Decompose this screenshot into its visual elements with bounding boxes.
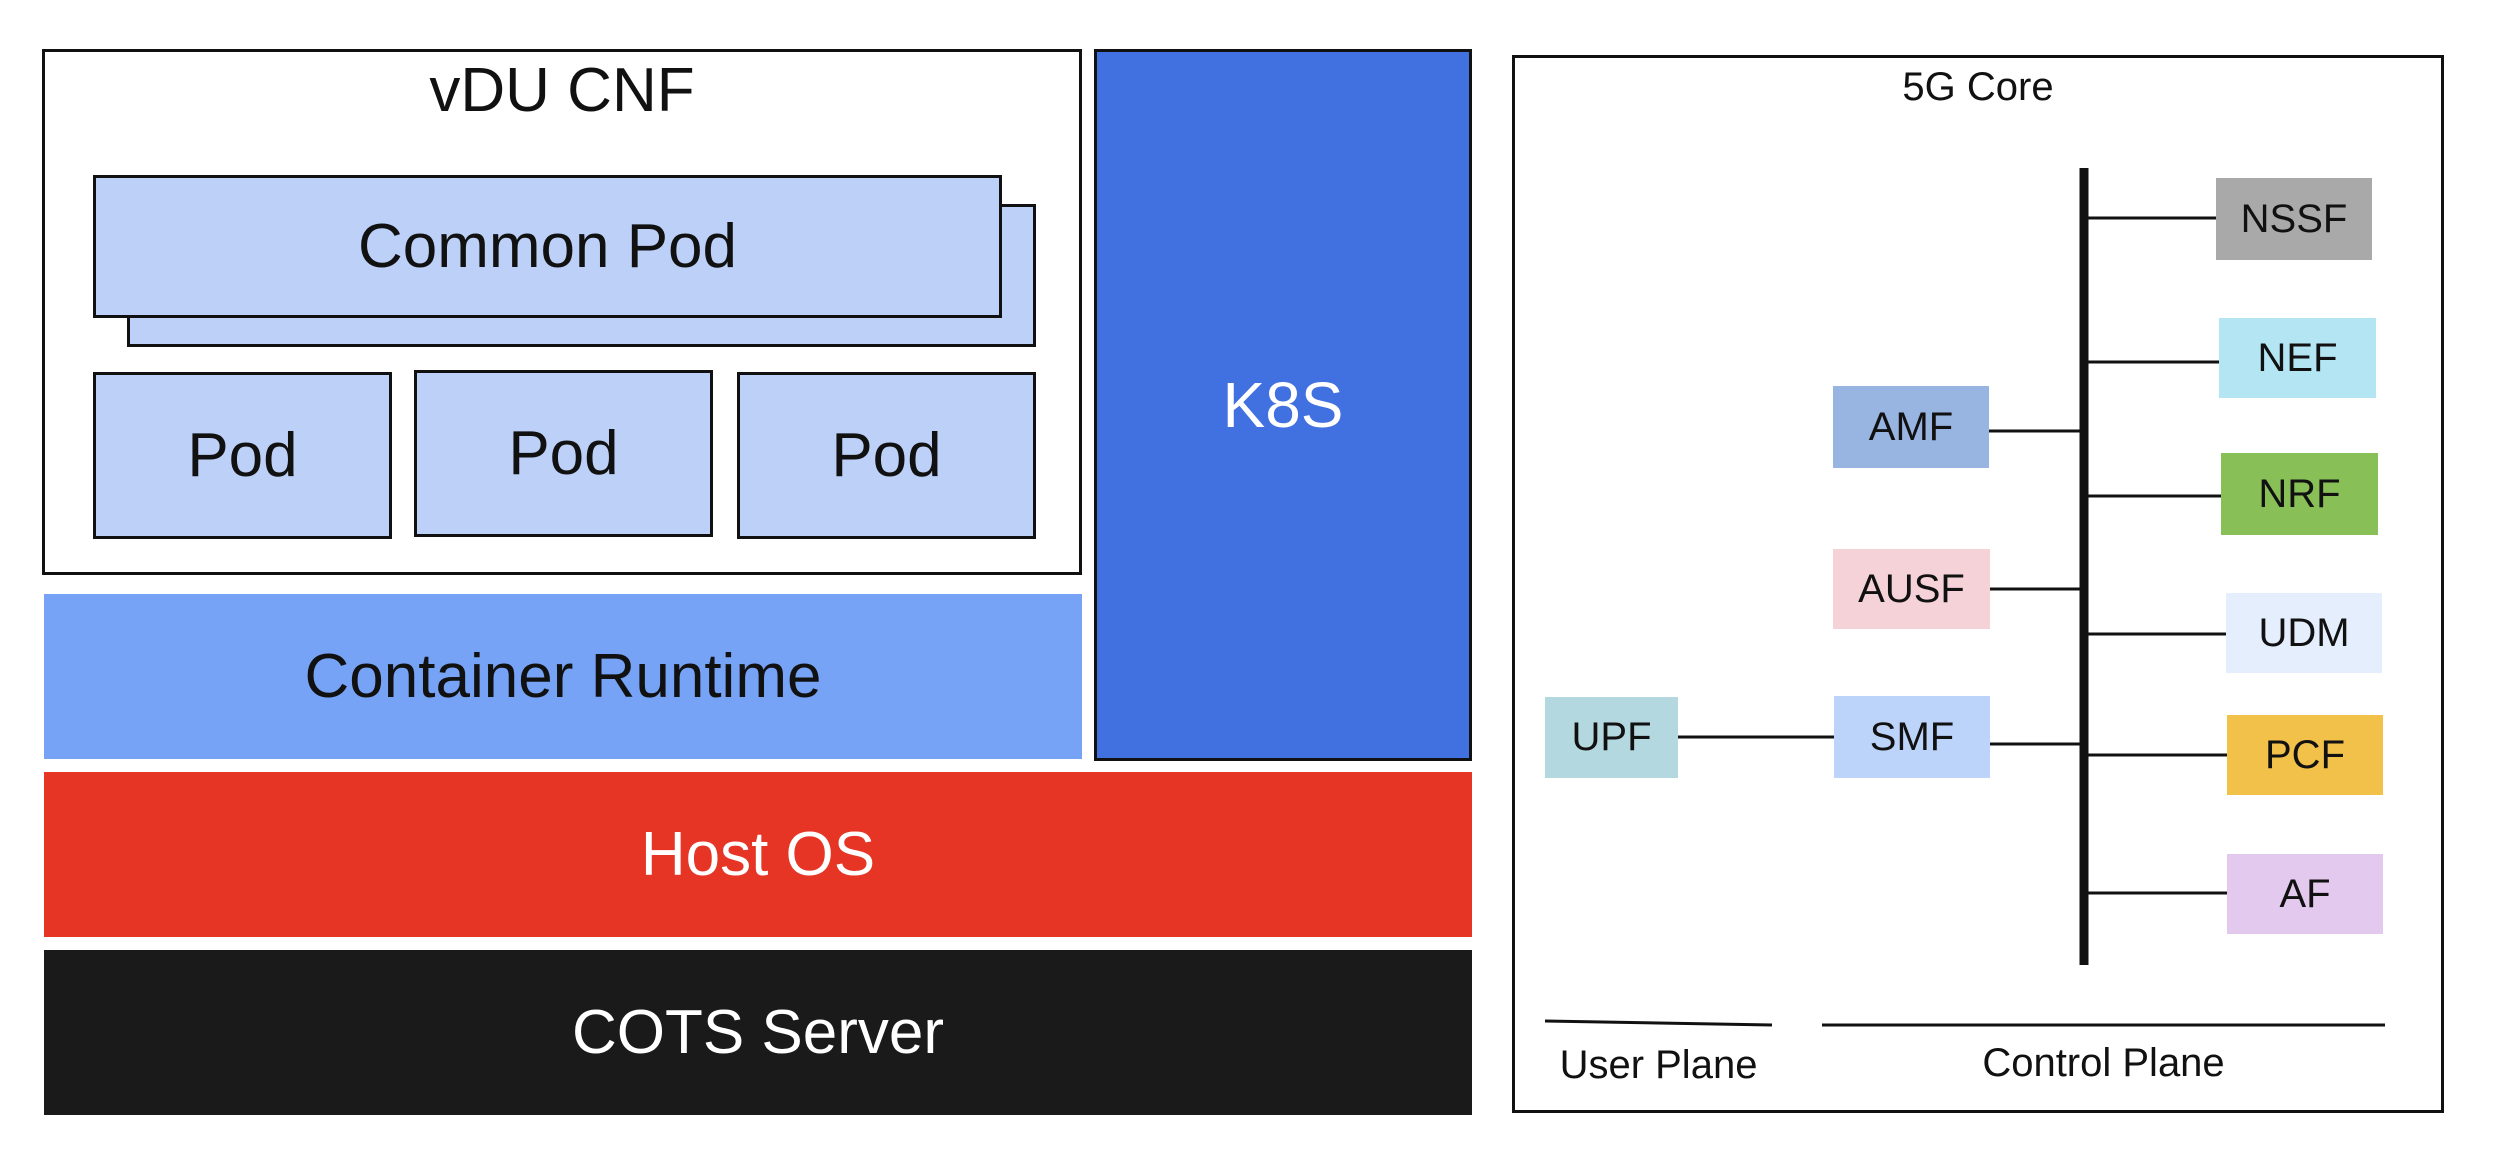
control-plane-label: Control Plane xyxy=(1982,1040,2225,1085)
nssf-box: NSSF xyxy=(2216,178,2372,260)
vdu-cnf-title: vDU CNF xyxy=(429,55,695,125)
pod-1: Pod xyxy=(93,372,392,539)
ausf-box: AUSF xyxy=(1833,549,1990,629)
udm-box: UDM xyxy=(2226,593,2382,673)
container-runtime-layer: Container Runtime xyxy=(44,594,1082,759)
host-os-layer: Host OS xyxy=(44,772,1472,937)
common-pod: Common Pod xyxy=(93,175,1002,318)
k8s-block: K8S xyxy=(1094,49,1472,761)
smf-box: SMF xyxy=(1834,696,1990,778)
user-plane-line xyxy=(1544,1019,1773,1027)
amf-box: AMF xyxy=(1833,386,1989,468)
af-box: AF xyxy=(2227,854,2383,934)
pcf-box: PCF xyxy=(2227,715,2383,795)
nrf-box: NRF xyxy=(2221,453,2378,535)
upf-box: UPF xyxy=(1545,697,1678,778)
nef-box: NEF xyxy=(2219,318,2376,398)
pod-3: Pod xyxy=(737,372,1036,539)
cots-server-layer: COTS Server xyxy=(44,950,1472,1115)
user-plane-label: User Plane xyxy=(1559,1042,1758,1087)
5g-core-title: 5G Core xyxy=(1902,64,2054,109)
pod-2: Pod xyxy=(414,370,713,537)
